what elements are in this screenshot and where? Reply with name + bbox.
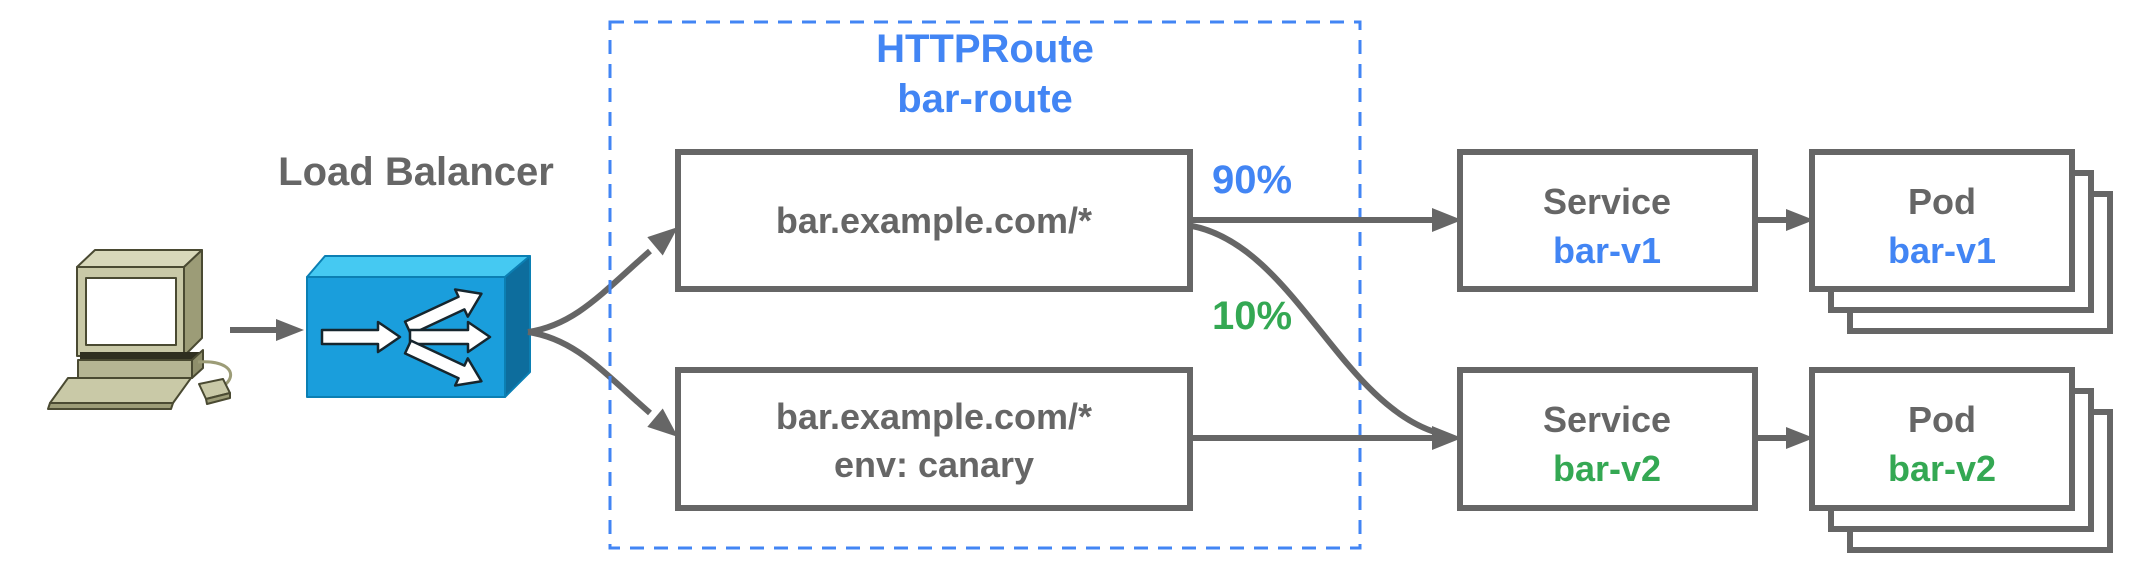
- monitor-top-face: [76, 249, 203, 268]
- weight-90-label: 90%: [1212, 158, 1292, 202]
- httproute-title: HTTPRoute: [876, 27, 1094, 71]
- service-v2-kind: Service: [1543, 399, 1671, 440]
- pod-bar-v2-stack: Pod bar-v2: [1809, 367, 2113, 553]
- load-balancer-label: Load Balancer: [278, 150, 554, 194]
- rule-2-match: bar.example.com/*: [776, 396, 1092, 437]
- pod-bar-v1-stack: Pod bar-v1: [1809, 149, 2113, 334]
- desktop-computer-icon: [47, 249, 233, 410]
- lb-side-face: [504, 255, 531, 398]
- arrow-client-to-lb: [230, 319, 304, 341]
- rule-box-2: bar.example.com/* env: canary: [675, 367, 1193, 511]
- arrow-service1-to-pod1: [1757, 209, 1814, 231]
- service-v2-name: bar-v2: [1553, 448, 1661, 489]
- mouse-cable: [197, 360, 233, 386]
- pod-v1-name: bar-v1: [1888, 230, 1996, 271]
- arrow-rule2-to-service2: [1192, 426, 1462, 450]
- rule-2-header-match: env: canary: [834, 444, 1034, 485]
- arrow-lb-to-rule2: [527, 329, 678, 437]
- httproute-dashed-box: [608, 20, 1362, 550]
- monitor-screen: [85, 277, 177, 346]
- pod-v1-kind: Pod: [1908, 181, 1976, 222]
- cpu-base-side: [191, 349, 204, 379]
- rule-box-1: bar.example.com/*: [675, 149, 1193, 292]
- pod-box: [1809, 367, 2075, 511]
- arrow-rule1-to-service1: [1192, 208, 1462, 232]
- mouse-edge: [205, 392, 231, 405]
- lb-arrow-out-down: [403, 339, 483, 387]
- load-balancer-3d-arrows-icon: [306, 255, 531, 398]
- pod-box: [1809, 149, 2075, 292]
- keyboard-edge: [47, 402, 174, 410]
- pod-v2-name: bar-v2: [1888, 448, 1996, 489]
- arrow-lb-to-rule1: [527, 227, 678, 335]
- pod-v2-kind: Pod: [1908, 399, 1976, 440]
- weight-10-label: 10%: [1212, 294, 1292, 338]
- keyboard: [49, 377, 192, 404]
- service-v1-kind: Service: [1543, 181, 1671, 222]
- service-bar-v2-box: Service bar-v2: [1457, 367, 1758, 511]
- curve-rule1-to-service2: [1191, 223, 1439, 436]
- service-bar-v1-box: Service bar-v1: [1457, 149, 1758, 292]
- httproute-name: bar-route: [897, 77, 1073, 121]
- lb-split-arrows-glyph: [320, 288, 492, 387]
- service-v1-name: bar-v1: [1553, 230, 1661, 271]
- lb-top-face: [306, 255, 531, 278]
- arrow-service2-to-pod2: [1757, 427, 1814, 449]
- lb-arrow-in: [320, 320, 402, 354]
- monitor-side-face: [183, 249, 203, 357]
- monitor-base-shadow: [80, 352, 202, 360]
- cpu-base-front: [77, 359, 193, 379]
- rule-1-match: bar.example.com/*: [776, 200, 1092, 241]
